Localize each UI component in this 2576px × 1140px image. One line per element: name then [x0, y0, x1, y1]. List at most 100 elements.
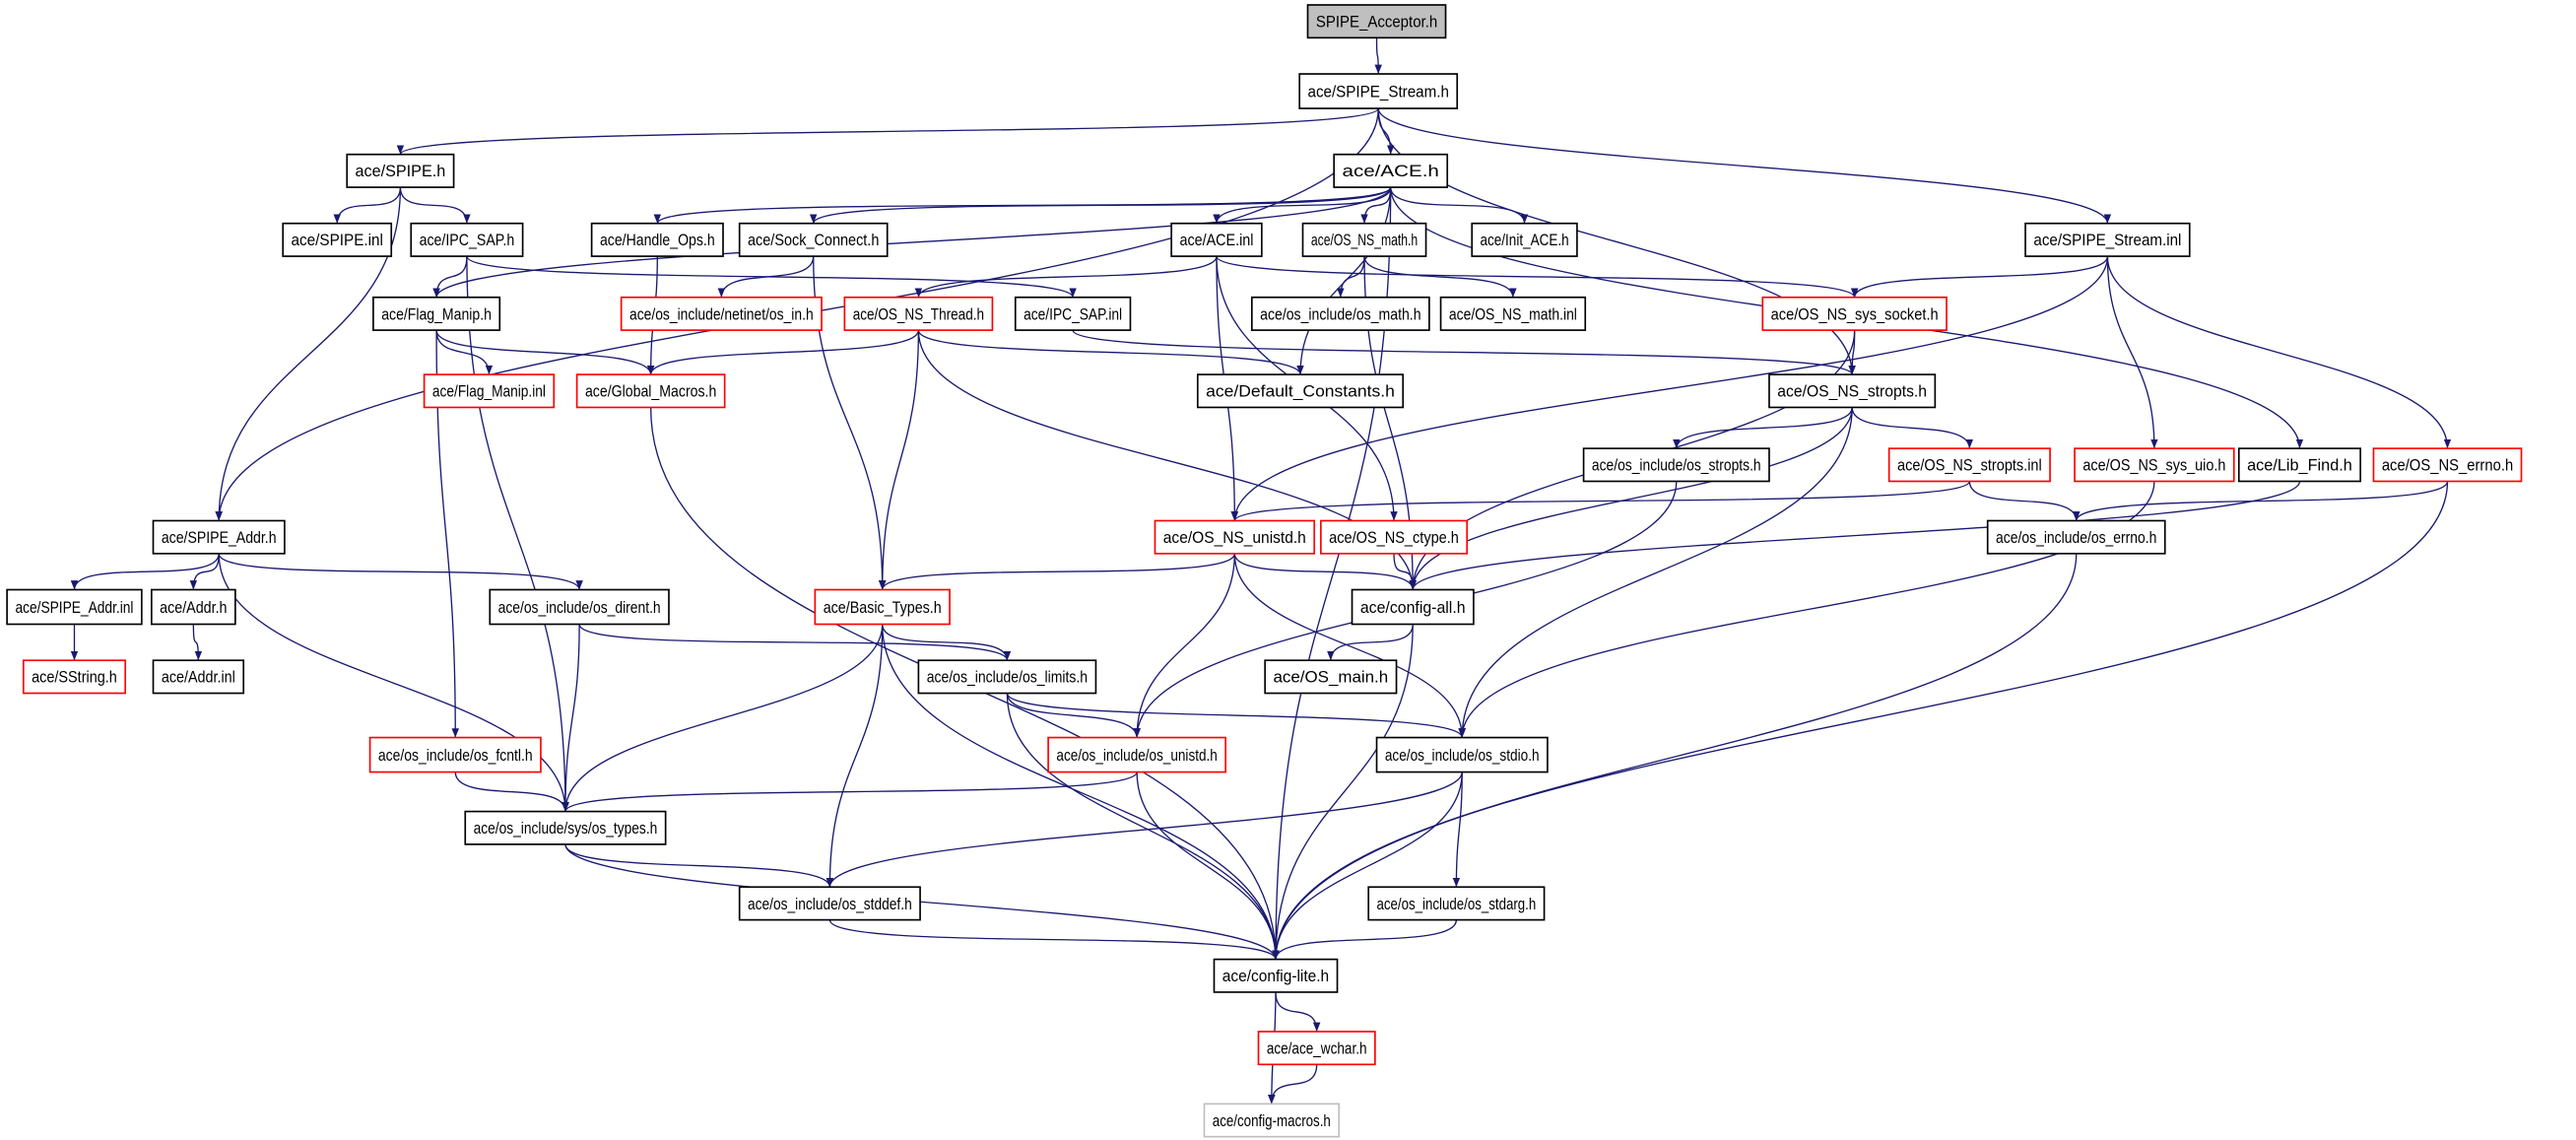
- node-box: [1213, 958, 1339, 993]
- node-label: ace/SPIPE_Stream.inl: [2033, 231, 2181, 249]
- node-os_ns_stropts_inl[interactable]: ace/OS_NS_stropts.inl: [1887, 447, 2051, 483]
- edge-os_ns_errno_h-to-config_lite_h: [1272, 481, 2449, 960]
- node-spipe_stream_inl[interactable]: ace/SPIPE_Stream.inl: [2024, 222, 2191, 257]
- node-label: ace/config-lite.h: [1222, 967, 1329, 985]
- node-label: ace/Basic_Types.h: [824, 598, 942, 617]
- node-layer: SPIPE_Acceptor.h ace/SPIPE_Stream.h ace/SP…: [6, 4, 2523, 1138]
- node-spipe_stream_h[interactable]: ace/SPIPE_Stream.h: [1298, 73, 1459, 109]
- edge-os_ns_unistd_h-to-os_stdio_h: [1233, 553, 1466, 738]
- edge-config_lite_h-to-ace_wchar_h: [1275, 991, 1321, 1032]
- node-label: ace/OS_NS_stropts.inl: [1897, 456, 2042, 475]
- node-spipe_addr_inl[interactable]: ace/SPIPE_Addr.inl: [6, 588, 143, 626]
- node-box: [346, 153, 455, 188]
- node-box: [6, 588, 143, 626]
- edge-ipc_sap_h-to-flag_manip_h: [432, 256, 468, 298]
- node-os_ns_math_h[interactable]: ace/OS_NS_math.h: [1301, 222, 1427, 257]
- edge-ipc_sap_inl-to-os_ns_stropts_h: [1072, 329, 1856, 375]
- node-label: ace/OS_NS_math.h: [1311, 231, 1418, 249]
- edge-os_ns_thread_h-to-basic_types_h: [878, 330, 920, 590]
- node-os_stdarg_h[interactable]: ace/os_include/os_stdarg.h: [1367, 886, 1546, 921]
- node-box: [1154, 519, 1316, 555]
- node-os_types_h[interactable]: ace/os_include/sys/os_types.h: [464, 810, 667, 845]
- node-label: ace/SPIPE_Addr.inl: [15, 598, 133, 617]
- edge-ace_inl-to-os_ns_thread_h: [914, 255, 1218, 298]
- node-ace_wchar_h[interactable]: ace/ace_wchar.h: [1257, 1031, 1376, 1066]
- edge-basic_types_h-to-os_stddef_h: [826, 624, 884, 888]
- node-box: [1761, 296, 1948, 331]
- node-os_stropts_h[interactable]: ace/os_include/os_stropts.h: [1582, 447, 1770, 483]
- node-box: [738, 222, 889, 257]
- node-ace_inl[interactable]: ace/ACE.inl: [1170, 222, 1263, 257]
- node-root[interactable]: SPIPE_Acceptor.h: [1306, 4, 1447, 39]
- node-init_ace_h[interactable]: ace/Init_ACE.h: [1471, 222, 1578, 257]
- node-config_lite_h[interactable]: ace/config-lite.h: [1213, 958, 1339, 993]
- node-os_fcntl_h[interactable]: ace/os_include/os_fcntl.h: [368, 736, 542, 773]
- node-label: ace/IPC_SAP.h: [420, 231, 515, 249]
- node-os_math_h[interactable]: ace/os_include/os_math.h: [1250, 296, 1430, 331]
- edge-spipe_addr_h-to-spipe_addr_inl: [70, 553, 220, 590]
- node-label: ace/OS_NS_ctype.h: [1329, 528, 1459, 547]
- node-os_ns_math_inl[interactable]: ace/OS_NS_math.inl: [1439, 296, 1587, 331]
- edge-layer: [70, 37, 2452, 1105]
- node-sock_connect_h[interactable]: ace/Sock_Connect.h: [738, 222, 889, 257]
- edge-os_ns_math_h-to-os_ns_math_inl: [1363, 255, 1517, 298]
- edge-basic_types_h-to-config_lite_h: [882, 624, 1280, 960]
- node-config_all_h[interactable]: ace/config-all.h: [1351, 588, 1475, 626]
- node-spipe_addr_h[interactable]: ace/SPIPE_Addr.h: [152, 519, 286, 555]
- node-os_unistd_h[interactable]: ace/os_include/os_unistd.h: [1047, 736, 1226, 773]
- node-flag_manip_inl[interactable]: ace/Flag_Manip.inl: [423, 373, 556, 409]
- node-ipc_sap_inl[interactable]: ace/IPC_SAP.inl: [1014, 296, 1132, 331]
- edge-os_ns_stropts_inl-to-os_errno_h: [1968, 481, 2081, 521]
- node-label: ace/os_include/os_math.h: [1260, 304, 1420, 323]
- node-label: ace/SPIPE.h: [356, 162, 446, 180]
- node-global_macros_h[interactable]: ace/Global_Macros.h: [575, 373, 726, 409]
- node-os_errno_h[interactable]: ace/os_include/os_errno.h: [1986, 519, 2166, 555]
- edge-spipe_addr_h-to-addr_h: [189, 553, 220, 590]
- node-box: [489, 588, 670, 626]
- node-os_ns_thread_h[interactable]: ace/OS_NS_Thread.h: [843, 296, 994, 331]
- node-os_limits_h[interactable]: ace/os_include/os_limits.h: [917, 659, 1097, 695]
- node-os_main_h[interactable]: ace/OS_main.h: [1264, 659, 1398, 695]
- node-box: [152, 519, 286, 555]
- node-os_stdio_h[interactable]: ace/os_include/os_stdio.h: [1375, 736, 1549, 773]
- node-label: ace/os_include/os_dirent.h: [498, 598, 661, 617]
- node-label: ace/OS_NS_math.inl: [1449, 304, 1577, 323]
- node-addr_h[interactable]: ace/Addr.h: [151, 588, 236, 626]
- node-config_macros_h[interactable]: ace/config-macros.h: [1203, 1103, 1341, 1138]
- node-basic_types_h[interactable]: ace/Basic_Types.h: [814, 588, 951, 626]
- node-label: ace/Global_Macros.h: [585, 382, 716, 401]
- node-os_stddef_h[interactable]: ace/os_include/os_stddef.h: [738, 886, 921, 921]
- node-label: ace/os_include/os_stddef.h: [748, 895, 912, 913]
- node-os_ns_sys_socket_h[interactable]: ace/OS_NS_sys_socket.h: [1761, 296, 1948, 331]
- node-label: ace/OS_NS_sys_socket.h: [1771, 304, 1939, 323]
- edge-spipe_h-to-ipc_sap_h: [399, 187, 471, 224]
- edge-sock_connect_h-to-os_in_h: [717, 256, 815, 298]
- node-box: [1333, 153, 1449, 188]
- node-spipe_inl[interactable]: ace/SPIPE.inl: [282, 222, 393, 257]
- node-label: ace/config-macros.h: [1213, 1111, 1331, 1130]
- node-flag_manip_h[interactable]: ace/Flag_Manip.h: [372, 296, 501, 331]
- edge-ace_wchar_h-to-config_macros_h: [1268, 1064, 1318, 1105]
- edge-os_ns_errno_h-to-os_errno_h: [2073, 481, 2449, 521]
- node-ace_h[interactable]: ace/ACE.h: [1333, 153, 1449, 188]
- edge-os_ns_stropts_h-to-os_stdio_h: [1458, 407, 1853, 738]
- node-default_constants_h[interactable]: ace/Default_Constants.h: [1196, 373, 1405, 409]
- edge-ipc_sap_h-to-os_types_h: [466, 256, 569, 812]
- node-os_dirent_h[interactable]: ace/os_include/os_dirent.h: [489, 588, 670, 626]
- node-spipe_h[interactable]: ace/SPIPE.h: [346, 153, 455, 188]
- node-label: ace/ACE.inl: [1179, 231, 1253, 249]
- node-label: ace/os_include/os_unistd.h: [1056, 746, 1217, 765]
- node-sstring_h[interactable]: ace/SString.h: [22, 659, 126, 695]
- node-os_ns_unistd_h[interactable]: ace/OS_NS_unistd.h: [1154, 519, 1316, 555]
- node-os_ns_stropts_h[interactable]: ace/OS_NS_stropts.h: [1768, 373, 1937, 409]
- node-os_in_h[interactable]: ace/os_include/netinet/os_in.h: [620, 296, 823, 331]
- node-os_ns_sys_uio_h[interactable]: ace/OS_NS_sys_uio.h: [2074, 447, 2235, 483]
- node-handle_ops_h[interactable]: ace/Handle_Ops.h: [590, 222, 724, 257]
- node-os_ns_ctype_h[interactable]: ace/OS_NS_ctype.h: [1320, 519, 1469, 555]
- node-os_ns_errno_h[interactable]: ace/OS_NS_errno.h: [2372, 447, 2523, 483]
- node-box: [575, 373, 726, 409]
- node-box: [2237, 447, 2361, 483]
- node-addr_inl[interactable]: ace/Addr.inl: [152, 659, 245, 695]
- node-ipc_sap_h[interactable]: ace/IPC_SAP.h: [410, 222, 524, 257]
- node-lib_find_h[interactable]: ace/Lib_Find.h: [2237, 447, 2361, 483]
